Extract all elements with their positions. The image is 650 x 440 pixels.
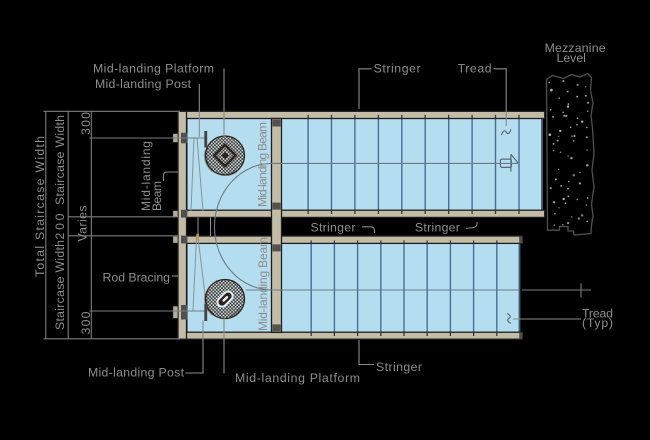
svg-text:Stringer: Stringer — [311, 221, 356, 235]
svg-text:Stringer: Stringer — [376, 360, 422, 374]
svg-text:Tread: Tread — [582, 307, 613, 321]
svg-text:Rod Bracing: Rod Bracing — [103, 271, 171, 285]
svg-text:Level: Level — [557, 51, 586, 65]
svg-text:Varies: Varies — [76, 206, 90, 242]
svg-text:Beam: Beam — [150, 181, 164, 211]
svg-text:Mid-landing: Mid-landing — [139, 141, 153, 211]
svg-text:Mid-landing Post: Mid-landing Post — [95, 77, 192, 91]
svg-text:200: 200 — [53, 213, 67, 239]
svg-text:Staircase Width: Staircase Width — [53, 240, 67, 330]
svg-text:Stringer: Stringer — [374, 62, 421, 76]
svg-text:Stringer: Stringer — [415, 221, 460, 235]
svg-text:Total Staircase Width: Total Staircase Width — [33, 136, 47, 277]
svg-text:Mezzanine: Mezzanine — [545, 41, 606, 55]
svg-text:Mid-landing Platform: Mid-landing Platform — [93, 62, 214, 76]
svg-text:300: 300 — [79, 311, 93, 334]
svg-text:(Typ): (Typ) — [582, 316, 613, 330]
svg-text:Tread: Tread — [458, 62, 492, 76]
svg-text:300: 300 — [79, 112, 93, 135]
svg-text:Staircase Width: Staircase Width — [53, 115, 67, 205]
svg-text:Mid-landing Platform: Mid-landing Platform — [235, 371, 360, 385]
svg-text:Mid-landing Post: Mid-landing Post — [88, 366, 185, 380]
svg-text:Mid-landing Beam: Mid-landing Beam — [256, 122, 270, 207]
svg-text:Mid-landing Beam: Mid-landing Beam — [256, 237, 270, 331]
